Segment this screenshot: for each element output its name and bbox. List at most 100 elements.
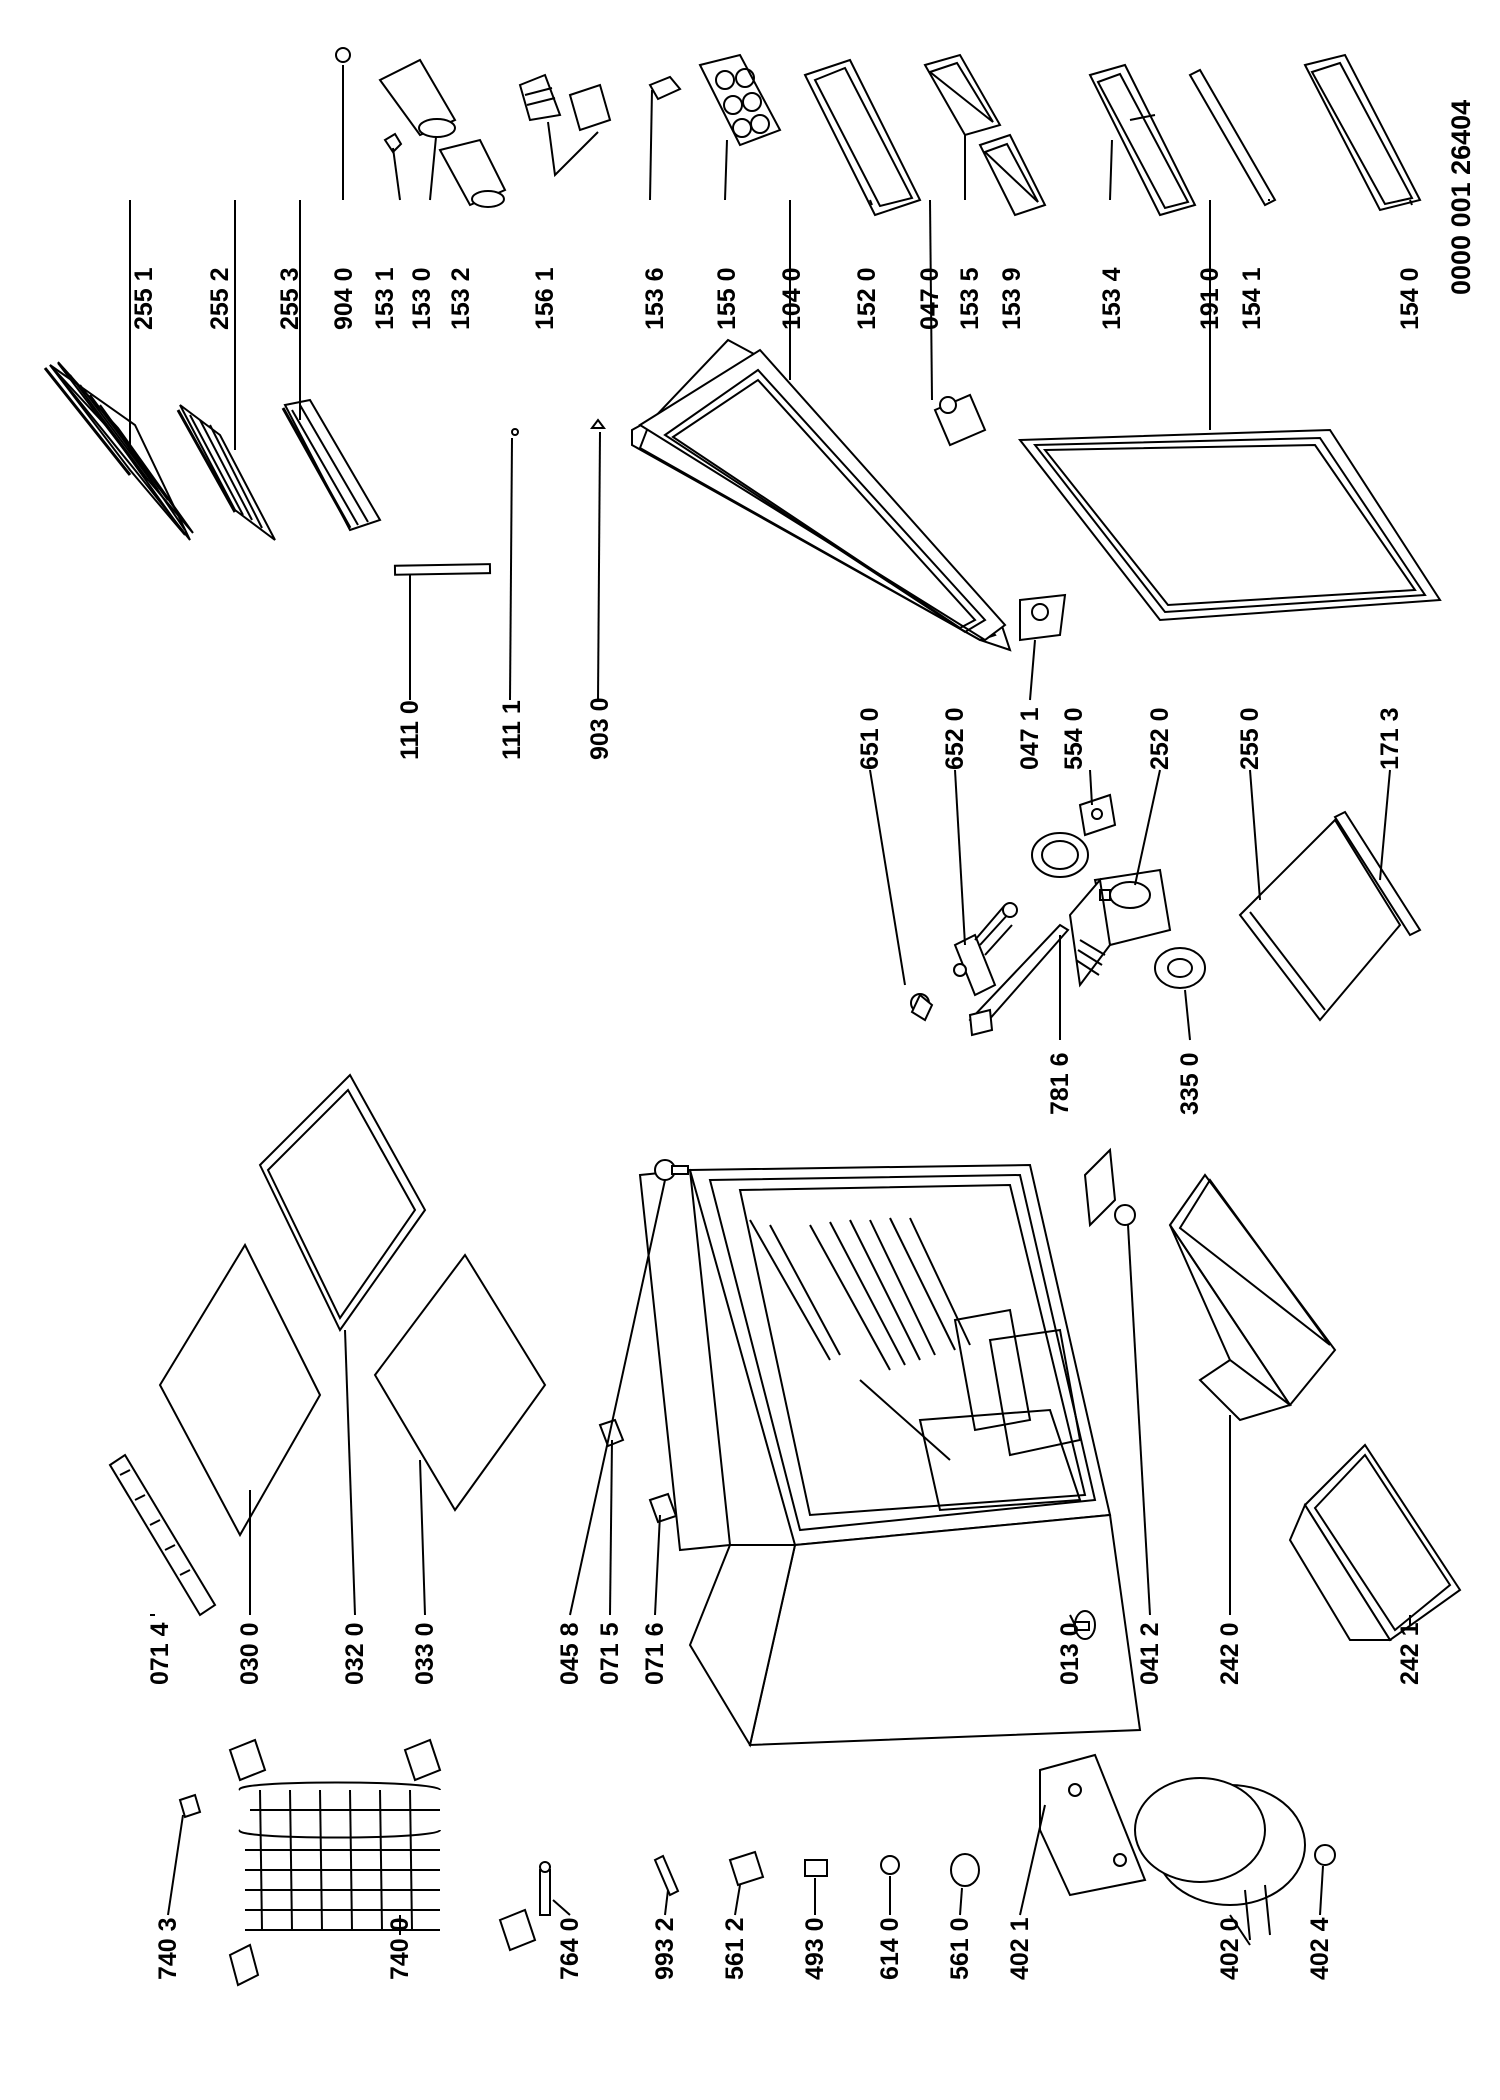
control-box-2520 [1068,868,1172,988]
grommet-4024 [1314,1844,1336,1866]
door-rail-1541 [1188,68,1277,207]
label-1541: 154 1 [1238,267,1266,330]
label-1536: 153 6 [641,267,669,330]
label-4930: 493 0 [801,1917,829,1980]
part-9932 [653,1854,680,1897]
part-1561 [518,73,612,178]
label-6140: 614 0 [876,1917,904,1980]
fitting-7403 [178,1793,202,1819]
shelf-support-strip-1110 [393,563,492,576]
lamp-holder-5540 [1078,793,1117,837]
label-2553: 255 3 [276,267,304,330]
bracket-0412 [1083,1147,1136,1228]
leader-lines [129,65,1413,1946]
glass-shelf-2550 [1238,818,1402,1022]
relay-5612 [728,1850,765,1887]
label-0471: 047 1 [1016,707,1044,770]
part-1536 [648,75,682,101]
part-1532 [438,138,507,208]
part-1531 [383,132,403,154]
label-1539: 153 9 [998,267,1026,330]
thermostat-6520 [953,902,1018,997]
label-4024: 402 4 [1306,1917,1334,1980]
label-0330: 033 0 [411,1622,439,1685]
label-1713: 171 3 [1376,707,1404,770]
label-9040: 904 0 [330,267,358,330]
label-1910: 191 0 [1196,267,1224,330]
label-0412: 041 2 [1136,1622,1164,1685]
label-7403: 740 3 [154,1917,182,1980]
heater-7640 [539,1861,551,1916]
shelf-trim-1713 [1333,810,1422,937]
label-1111: 111 1 [498,700,526,760]
label-7400: 740 0 [386,1917,414,1980]
compressor-4020 [1134,1777,1306,1941]
door-bin-1540 [1303,53,1422,212]
label-6520: 652 0 [941,707,969,770]
freezer-door-1040 [631,338,1012,652]
panel-0300 [158,1242,322,1538]
door-bin-1535 [923,53,1002,137]
label-0320: 032 0 [341,1622,369,1685]
part-9040 [335,47,351,63]
label-0130: 013 0 [1056,1622,1084,1685]
label-2551: 255 1 [130,267,158,330]
part-4930 [804,1859,828,1877]
drawer-2420 [1168,1173,1337,1422]
label-2550: 255 0 [1236,707,1264,770]
label-2552: 255 2 [206,267,234,330]
part-1530 [378,58,457,138]
wire-shelf-2552 [176,404,276,541]
label-1540: 154 0 [1396,267,1424,330]
label-7640: 764 0 [556,1917,584,1980]
label-1530: 153 0 [408,267,436,330]
hinge-pin-9030 [590,418,606,429]
bracket-0715 [598,1418,625,1448]
label-2420: 242 0 [1216,1622,1244,1685]
door-shelf-1520 [803,58,922,217]
pin-1111 [511,428,519,436]
door-shelf-1534 [1088,63,1197,217]
label-4021: 402 1 [1006,1917,1034,1980]
label-3350: 335 0 [1176,1052,1204,1115]
knob-6510 [910,993,934,1022]
label-5540: 554 0 [1060,707,1088,770]
panel-0330 [373,1253,547,1512]
cap-5610 [950,1853,980,1887]
hinge-0470 [933,393,987,447]
label-9932: 993 2 [651,1917,679,1980]
label-1520: 152 0 [853,267,881,330]
label-1561: 156 1 [531,267,559,330]
document-number: 0000 001 26404 [1446,100,1476,295]
label-9030: 903 0 [586,697,614,760]
wire-shelf-2551 [43,361,194,541]
egg-tray-1550 [698,53,782,147]
refrigerator-door-1910 [1018,428,1442,622]
label-0714: 071 4 [146,1622,174,1685]
frame-0320 [258,1073,427,1332]
label-0715: 071 5 [596,1622,624,1685]
door-bin-1539 [978,133,1047,217]
label-2520: 252 0 [1146,707,1174,770]
label-0470: 047 0 [916,267,944,330]
fan-3350 [1154,947,1206,989]
drawer-2421 [1288,1443,1462,1642]
evaporator-7400 [228,1738,537,1987]
part-6140 [880,1855,900,1875]
part-labels: 255 1 255 2 255 3 904 0 153 1 153 0 153 … [130,267,1424,1980]
label-0716: 071 6 [641,1622,669,1685]
label-1550: 155 0 [713,267,741,330]
label-5610: 561 0 [946,1917,974,1980]
label-5612: 561 2 [721,1917,749,1980]
label-2421: 242 1 [1396,1622,1424,1685]
label-0458: 045 8 [556,1622,584,1685]
hinge-0471 [1019,593,1067,642]
label-0300: 030 0 [236,1622,264,1685]
trim-strip-0714 [108,1453,217,1617]
label-4020: 402 0 [1216,1917,1244,1980]
wire-shelf-2553 [281,398,382,532]
compressor-plate-4021 [1039,1753,1147,1897]
label-7816: 781 6 [1046,1052,1074,1115]
